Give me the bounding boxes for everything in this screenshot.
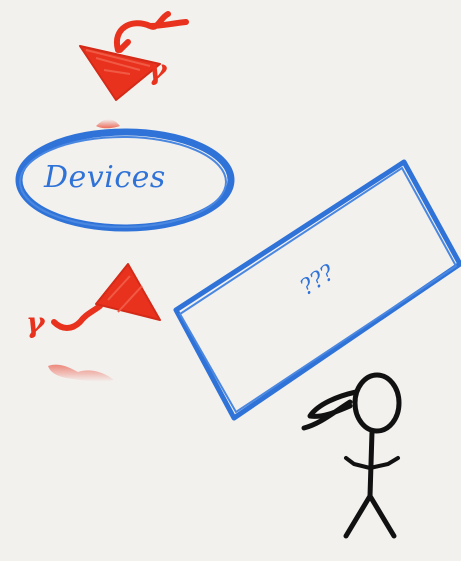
stick-figure-person <box>304 375 399 536</box>
stick-figure-ponytail <box>304 392 356 428</box>
top-arrow <box>80 14 186 100</box>
top-arrow-label: γ <box>148 53 166 86</box>
top-arrow-tail <box>117 14 186 50</box>
top-arrow-reflection <box>96 119 120 128</box>
bottom-arrow-reflection <box>48 365 114 382</box>
stick-figure-head <box>355 375 399 431</box>
bottom-arrow-tail <box>54 306 100 328</box>
bottom-arrow-label: γ <box>26 306 44 339</box>
bottom-arrow <box>54 264 160 328</box>
devices-label: Devices <box>44 160 166 195</box>
stick-figure-body <box>370 432 372 496</box>
bottom-arrow-head <box>96 264 160 320</box>
stick-figure-legs <box>346 496 394 536</box>
